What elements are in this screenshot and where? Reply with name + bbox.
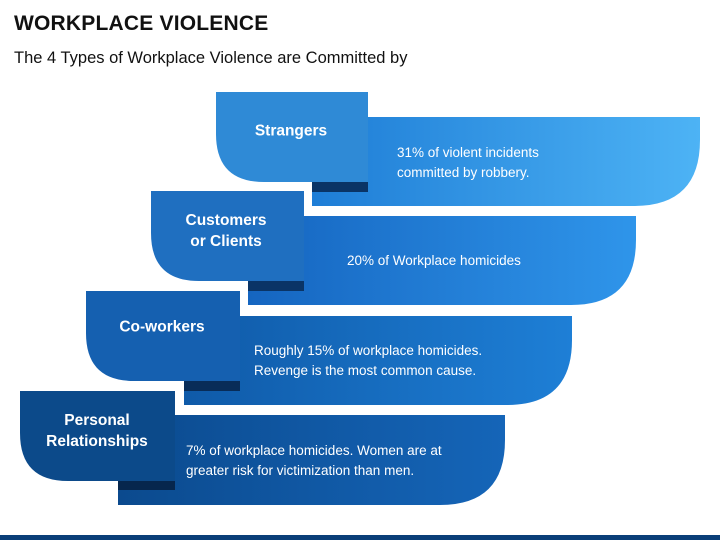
customers-label: Customers or Clients <box>161 210 291 252</box>
strangers-description-line: committed by robbery. <box>397 165 530 180</box>
customers-description-banner <box>248 216 636 305</box>
strangers-description-line: 31% of violent incidents <box>397 145 539 160</box>
personal-label: Personal Relationships <box>32 410 162 452</box>
coworkers-fold-shadow <box>184 379 240 391</box>
footer-bar <box>0 535 720 540</box>
customers-label-tab <box>151 191 304 281</box>
personal-label-line: Personal <box>64 412 130 429</box>
personal-description-banner <box>118 415 505 505</box>
strangers-fold-shadow <box>312 180 368 192</box>
personal-description-line: 7% of workplace homicides. Women are at <box>186 443 442 458</box>
personal-description-line: greater risk for victimization than men. <box>186 463 415 478</box>
coworkers-label: Co-workers <box>119 318 205 336</box>
coworkers-description-banner <box>184 316 572 405</box>
strangers-label: Strangers <box>254 122 328 140</box>
customers-description-line: 20% of Workplace homicides <box>347 253 521 268</box>
strangers-description: 31% of violent incidents committed by ro… <box>397 143 539 183</box>
personal-description: 7% of workplace homicides. Women are at … <box>186 441 442 481</box>
strangers-label-tab <box>216 92 368 182</box>
customers-fold-shadow <box>248 279 304 291</box>
coworkers-label-tab <box>86 291 240 381</box>
page-subtitle: The 4 Types of Workplace Violence are Co… <box>14 49 408 67</box>
coworkers-description-line: Roughly 15% of workplace homicides. <box>254 343 483 358</box>
customers-label-line: or Clients <box>190 233 262 250</box>
coworkers-description: Roughly 15% of workplace homicides. Reve… <box>254 341 482 381</box>
personal-label-tab <box>20 391 175 481</box>
customers-label-line: Customers <box>185 212 267 229</box>
page-title: WORKPLACE VIOLENCE <box>14 12 269 35</box>
coworkers-description-line: Revenge is the most common cause. <box>254 363 477 378</box>
strangers-description-banner <box>312 117 700 206</box>
personal-label-line: Relationships <box>46 433 148 450</box>
customers-description: 20% of Workplace homicides <box>347 251 521 271</box>
